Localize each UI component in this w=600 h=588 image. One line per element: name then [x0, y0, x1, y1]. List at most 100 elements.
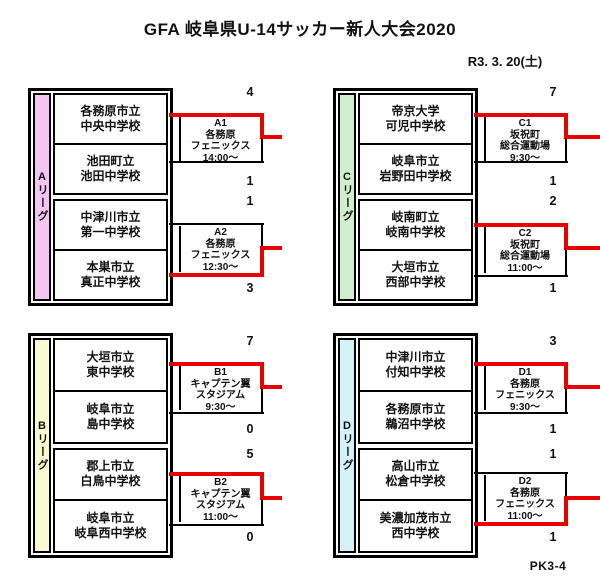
league-c-block: C リーグ 帝京大学 可児中学校 岐阜市立 岩野田中学校 岐南町立 岐南中学校 … [333, 88, 478, 306]
league-a-block: A リーグ 各務原市立 中央中学校 池田町立 池田中学校 中津川市立 第一中学校… [28, 88, 173, 306]
score-b1-top: 7 [246, 334, 254, 348]
league-c-teams: 帝京大学 可児中学校 岐阜市立 岩野田中学校 岐南町立 岐南中学校 大垣市立 西… [358, 93, 473, 301]
score-c2-bottom: 1 [549, 281, 557, 295]
bracket-line-bottom [169, 412, 264, 414]
score-a1-top: 4 [246, 85, 254, 99]
score-a2-bottom: 3 [246, 281, 254, 295]
team-name: 中津川市立 第一中学校 [80, 210, 141, 239]
team-cell: 本巣市立 真正中学校 [55, 249, 166, 299]
score-b2-top: 5 [246, 447, 254, 461]
tournament-title: GFA 岐阜県U-14サッカー新人大会2020 [143, 20, 457, 39]
league-b-label-bar: B リーグ [33, 338, 51, 553]
team-name: 郡上市立 白鳥中学校 [80, 459, 141, 489]
team-cell: 郡上市立 白鳥中学校 [55, 450, 166, 500]
score-b2-bottom: 0 [246, 530, 254, 544]
bracket-line-top [474, 472, 568, 474]
score-c1-top: 7 [549, 85, 557, 99]
match-b2-info-box: B2 キャプテン翼 スタジアム 11:00～ [179, 476, 260, 523]
team-cell: 岐阜市立 岐阜西中学校 [55, 499, 166, 551]
team-name: 美濃加茂市立 西中学校 [379, 511, 452, 541]
league-c-kana: リーグ [341, 184, 353, 223]
score-a1-bottom: 1 [246, 174, 254, 188]
bracket-line-bottom [474, 275, 568, 277]
bracket-vline-upper [565, 472, 567, 498]
team-cell: 大垣市立 東中学校 [55, 340, 166, 390]
league-a-pair-1: 各務原市立 中央中学校 池田町立 池田中学校 [53, 93, 168, 195]
bracket-line-top-winner [169, 362, 264, 366]
league-a-teams: 各務原市立 中央中学校 池田町立 池田中学校 中津川市立 第一中学校 本巣市立 … [53, 93, 168, 301]
bracket-line-top [169, 223, 264, 225]
bracket-vline-lower [261, 498, 263, 526]
bracket-line-top-winner [169, 472, 264, 476]
match-a1-info-box: A1 各務原 フェニックス 14:00～ [179, 117, 260, 164]
winner-stub [566, 246, 600, 250]
league-a-pair-2: 中津川市立 第一中学校 本巣市立 真正中学校 [53, 199, 168, 301]
bracket-line-top-winner [474, 362, 568, 366]
team-name: 本巣市立 真正中学校 [80, 260, 141, 289]
bracket-vline-upper [260, 362, 264, 389]
league-d-block: D リーグ 中津川市立 付知中学校 各務原市立 鵜沼中学校 高山市立 松倉中学校… [333, 333, 478, 558]
score-d1-top: 3 [549, 334, 557, 348]
team-name: 岐阜市立 島中学校 [86, 401, 135, 431]
league-d-letter: D [343, 419, 351, 432]
bracket-line-top-winner [169, 113, 264, 117]
score-d2-bottom: 1 [549, 530, 557, 544]
league-b-pair-1: 大垣市立 東中学校 岐阜市立 島中学校 [53, 338, 168, 444]
score-d2-top: 1 [549, 447, 557, 461]
league-c-letter: C [343, 171, 351, 183]
match-c2-info-box: C2 坂祝町 総合運動場 11:00～ [484, 227, 564, 274]
team-cell: 大垣市立 西部中学校 [360, 249, 471, 299]
bracket-line-bottom [474, 161, 568, 163]
league-a-letter: A [38, 171, 46, 183]
winner-stub [566, 385, 600, 389]
league-b-pair-2: 郡上市立 白鳥中学校 岐阜市立 岐阜西中学校 [53, 447, 168, 553]
bracket-line-top-winner [474, 113, 568, 117]
bracket-vline-upper [564, 362, 568, 389]
match-d1-info-box: D1 各務原 フェニックス 9:30～ [484, 366, 564, 413]
bracket-vline-lower [261, 137, 263, 163]
match-a2-info-box: A2 各務原 フェニックス 12:30～ [179, 226, 260, 273]
league-b-letter: B [38, 419, 46, 432]
team-cell: 中津川市立 第一中学校 [55, 201, 166, 249]
team-name: 高山市立 松倉中学校 [385, 459, 446, 489]
winner-stub [262, 246, 282, 250]
league-c-label-bar: C リーグ [338, 93, 356, 301]
event-date: R3. 3. 20(土) [467, 54, 543, 69]
league-b-kana: リーグ [36, 432, 48, 472]
bracket-vline-lower [565, 387, 567, 414]
team-name: 中津川市立 付知中学校 [385, 349, 446, 379]
bracket-vline-upper [564, 113, 568, 139]
team-name: 大垣市立 東中学校 [86, 349, 135, 379]
bracket-line-bottom-winner [474, 522, 568, 526]
bracket-vline-upper [260, 113, 264, 139]
bracket-line-bottom-winner [169, 273, 264, 277]
winner-stub [566, 496, 600, 500]
team-name: 池田町立 池田中学校 [80, 154, 141, 183]
bracket-line-bottom [169, 161, 264, 163]
team-name: 岐阜市立 岐阜西中学校 [74, 511, 147, 541]
team-name: 岐阜市立 岩野田中学校 [379, 154, 452, 183]
team-cell: 各務原市立 中央中学校 [55, 95, 166, 143]
league-a-label-bar: A リーグ [33, 93, 51, 301]
bracket-vline-lower [565, 248, 567, 277]
league-b-teams: 大垣市立 東中学校 岐阜市立 島中学校 郡上市立 白鳥中学校 岐阜市立 岐阜西中… [53, 338, 168, 553]
bracket-vline-lower [260, 246, 264, 277]
league-c-pair-2: 岐南町立 岐南中学校 大垣市立 西部中学校 [358, 199, 473, 301]
bracket-vline-lower [565, 137, 567, 163]
bracket-line-top-winner [474, 223, 568, 227]
bracket-vline-lower [261, 387, 263, 414]
league-d-label-bar: D リーグ [338, 338, 356, 553]
league-a-kana: リーグ [36, 184, 48, 223]
winner-stub [262, 135, 282, 139]
team-cell: 池田町立 池田中学校 [55, 143, 166, 193]
team-name: 帝京大学 可児中学校 [385, 104, 446, 133]
team-name: 各務原市立 中央中学校 [80, 104, 141, 133]
league-d-teams: 中津川市立 付知中学校 各務原市立 鵜沼中学校 高山市立 松倉中学校 美濃加茂市… [358, 338, 473, 553]
league-b-block: B リーグ 大垣市立 東中学校 岐阜市立 島中学校 郡上市立 白鳥中学校 岐阜市… [28, 333, 173, 558]
match-d2-info-box: D2 各務原 フェニックス 11:00～ [484, 475, 564, 522]
match-b1-info-box: B1 キャプテン翼 スタジアム 9:30～ [179, 366, 260, 413]
league-d-pair-1: 中津川市立 付知中学校 各務原市立 鵜沼中学校 [358, 338, 473, 444]
team-cell: 各務原市立 鵜沼中学校 [360, 389, 471, 442]
winner-stub [262, 496, 282, 500]
score-b1-bottom: 0 [246, 422, 254, 436]
